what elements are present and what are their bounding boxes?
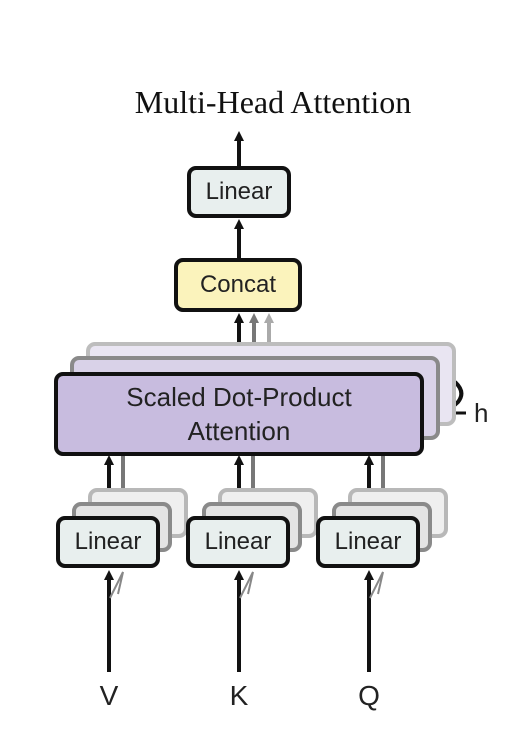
output-linear-label: Linear (205, 178, 273, 205)
concat-block: Concat (174, 258, 302, 312)
linear-v-label: Linear (74, 528, 142, 555)
input-v-label: V (99, 680, 119, 711)
v-branch-hint (109, 571, 124, 599)
linear-q-block: Linear (316, 516, 420, 568)
k-branch-hint (239, 571, 254, 599)
linear-k-label: Linear (204, 528, 272, 555)
attention-label-line2: Attention (187, 416, 291, 446)
scaled-dot-product-attention-block: Scaled Dot-Product Attention (54, 372, 424, 456)
linear-q-label: Linear (334, 528, 402, 555)
q-branch-hint (369, 571, 384, 599)
input-q-label: Q (358, 680, 380, 711)
input-k-label: K (229, 680, 249, 711)
heads-count-label: h (474, 398, 489, 428)
concat-label: Concat (199, 271, 277, 298)
linear-v-block: Linear (56, 516, 160, 568)
output-linear-block: Linear (187, 166, 291, 218)
diagram-title: Multi-Head Attention (134, 84, 412, 120)
linear-k-block: Linear (186, 516, 290, 568)
attention-label-line1: Scaled Dot-Product (126, 382, 352, 412)
